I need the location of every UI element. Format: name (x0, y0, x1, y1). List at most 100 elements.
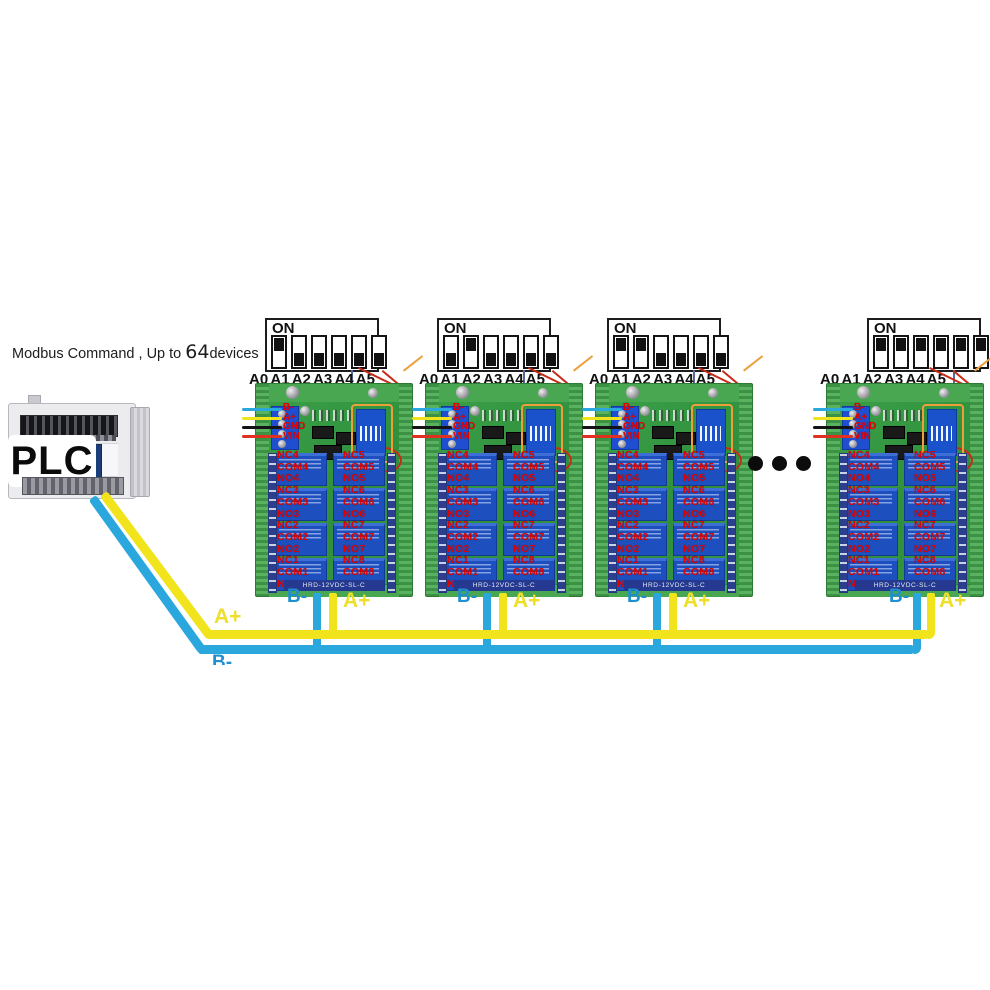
dip-switch-knob (334, 353, 344, 366)
dip-switch-knob (506, 353, 516, 366)
channel-label: COM7 (343, 530, 375, 543)
terminal-label: A+ (623, 411, 637, 423)
terminal-screw (849, 410, 857, 418)
channel-label: COM8 (343, 566, 375, 579)
channel-label: NO4 (617, 472, 640, 485)
relay (445, 523, 497, 556)
channel-label: NC1 (617, 554, 639, 567)
channel-label: NC8 (914, 554, 936, 567)
channel-label: COM3 (617, 495, 649, 508)
terminal-screw (278, 410, 286, 418)
terminal-label: B- (283, 402, 294, 413)
title-suffix: devices (209, 346, 259, 362)
wire-stub (242, 435, 282, 438)
terminal-label: A+ (854, 411, 868, 423)
onboard-dip-switch (927, 409, 957, 456)
relay (503, 488, 555, 521)
channel-label: NO3 (848, 507, 871, 520)
channel-label: NO3 (277, 507, 300, 520)
screw-terminal-strip-right (557, 453, 566, 593)
channel-label: COM2 (617, 530, 649, 543)
channel-label: NC4 (447, 449, 469, 461)
channel-label: NO5 (914, 472, 937, 485)
dip-address-diagram: ON (607, 318, 729, 404)
terminal-screw (448, 410, 456, 418)
channel-label: NC2 (277, 519, 299, 532)
relay (846, 488, 898, 521)
terminal-screw (278, 430, 286, 438)
relay (503, 523, 555, 556)
dip-switch-a1 (291, 335, 307, 369)
relay (333, 523, 385, 556)
terminal-screw (849, 420, 857, 428)
relay-marking: HRD-12VDC-SL-C (624, 580, 724, 591)
channel-labels-right: NC5COM5NO5NC6COM6NO6NC7COM7NO7NC8COM8NO8 (343, 449, 399, 590)
dip-switch-a3 (503, 335, 519, 369)
relay (904, 453, 956, 486)
channel-label: COM1 (447, 566, 479, 579)
dip-switch-a4 (523, 335, 539, 369)
wire-stub (813, 417, 853, 420)
relay (904, 523, 956, 556)
terminal-screw (448, 440, 456, 448)
dip-toggles (931, 426, 952, 441)
annotation-orange-line (573, 355, 594, 372)
dip-switch-knob (446, 353, 456, 366)
channel-label: NC7 (683, 519, 705, 532)
channel-label: NO6 (683, 507, 706, 520)
channel-label: COM4 (848, 460, 880, 473)
terminal-label: B- (854, 402, 865, 413)
channel-label: NC3 (617, 484, 639, 497)
terminal-label: GND (453, 421, 476, 432)
dip-switch-a3 (331, 335, 347, 369)
terminal-label: B- (623, 402, 634, 413)
mounting-screw (368, 388, 378, 398)
dip-switch-a0 (613, 335, 629, 369)
relay (846, 523, 898, 556)
screw-terminal-strip-right (727, 453, 736, 593)
dip-switch-row (443, 335, 559, 369)
a-plus-drop-wire (927, 593, 935, 639)
mounting-screw (470, 406, 480, 416)
b-minus-wire-diagonal (88, 495, 207, 654)
ellipsis-dot (748, 456, 763, 471)
channel-label: NC3 (277, 484, 299, 497)
mounting-screw (640, 406, 650, 416)
mounting-screw (939, 388, 949, 398)
channel-label: COM1 (617, 566, 649, 579)
channel-label: NC4 (277, 449, 299, 461)
mounting-screw (871, 406, 881, 416)
relay (275, 453, 327, 486)
drop-b-minus-label: B- (287, 586, 308, 607)
annotation-orange-line (403, 355, 424, 372)
dip-switch-a1 (463, 335, 479, 369)
drop-a-plus-label: A+ (343, 589, 371, 612)
dip-switch-knob (636, 338, 646, 351)
dip-switch-row (271, 335, 387, 369)
channel-label: NO5 (343, 472, 366, 485)
wire-stub (813, 426, 853, 429)
channel-label: NO5 (513, 472, 536, 485)
channel-label: NO5 (683, 472, 706, 485)
dip-switch-a4 (953, 335, 969, 369)
terminal-screw (448, 420, 456, 428)
mounting-screw (538, 388, 548, 398)
dip-toggles (360, 426, 381, 441)
dip-switch-knob (896, 338, 906, 351)
relay-marking: HRD-12VDC-SL-C (855, 580, 955, 591)
channel-label: COM5 (343, 460, 375, 473)
dip-switch-knob (314, 353, 324, 366)
channel-label: NC2 (447, 519, 469, 532)
dip-switch-a1 (893, 335, 909, 369)
dip-switch-a2 (311, 335, 327, 369)
channel-label: NC7 (914, 519, 936, 532)
channel-label: NC3 (848, 484, 870, 497)
wire-stub (582, 426, 622, 429)
screw-terminal-strip-left (438, 453, 447, 593)
wire-stub (242, 408, 282, 411)
